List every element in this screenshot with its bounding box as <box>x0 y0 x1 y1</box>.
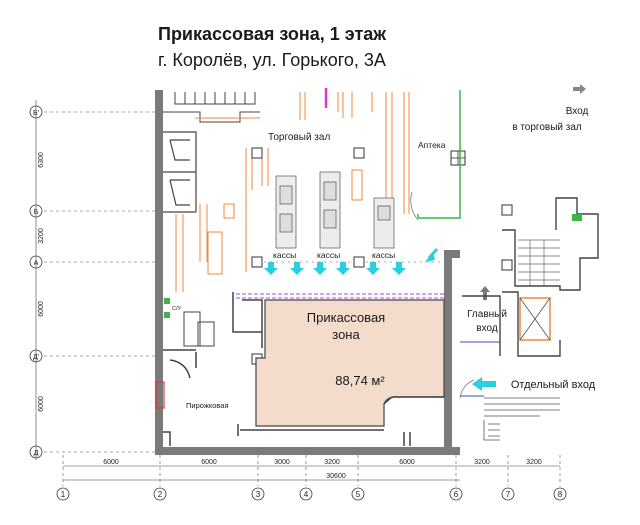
interior-walls <box>163 292 444 446</box>
bottom-dimension: 6000 <box>103 459 119 466</box>
wc-room <box>183 311 215 347</box>
stair-steps <box>518 239 560 286</box>
pharmacy-pillar-grid <box>451 151 465 165</box>
entrance-steps <box>483 397 560 441</box>
zone-area: 88,74 м² <box>335 373 385 388</box>
checkout-label: кассы <box>273 250 296 260</box>
elevator <box>519 297 551 341</box>
entrance-door <box>459 379 475 399</box>
column-axis-label: 8 <box>558 490 563 499</box>
column-axis-label: 3 <box>256 490 261 499</box>
checkout-zone <box>255 299 445 427</box>
left-dimension: 6300 <box>38 152 45 168</box>
column-axis-label: 7 <box>506 490 511 499</box>
main-entrance-arrow-icon <box>480 286 490 300</box>
bottom-dimension: 3000 <box>274 459 290 466</box>
bottom-dimension: 3200 <box>526 459 542 466</box>
zone-title: Прикассовая <box>307 310 385 325</box>
row-axes <box>44 111 444 453</box>
column-axis-label: 6 <box>454 490 459 499</box>
bottom-dimension: 3200 <box>324 459 340 466</box>
column-axes <box>62 455 561 486</box>
total-dimension: 30600 <box>326 473 346 480</box>
bottom-dimension: 3200 <box>474 459 490 466</box>
elevator-cross <box>519 297 551 341</box>
main-entrance-label: Главный <box>467 309 507 320</box>
column-axis-label: 4 <box>304 490 309 499</box>
exterior-walls <box>155 90 460 455</box>
zone-title: зона <box>332 327 360 342</box>
column-axis-label: 2 <box>158 490 163 499</box>
wc-fixtures <box>164 298 170 318</box>
pharmacy-door <box>410 191 419 221</box>
column-axis-markers <box>56 487 567 501</box>
hall-entrance-label: Вход <box>566 106 589 117</box>
zone-boundary <box>236 293 446 299</box>
stair-marker <box>572 214 582 221</box>
stair-block <box>462 197 599 357</box>
left-dimension: 6000 <box>38 301 45 317</box>
hall-label: Торговый зал <box>268 132 330 143</box>
bottom-dimension: 6000 <box>201 459 217 466</box>
bakery-door <box>155 381 165 409</box>
upper-walls <box>163 92 260 123</box>
pharmacy-wall <box>417 90 461 219</box>
left-dimension: 3200 <box>38 228 45 244</box>
pharmacy-label: Аптека <box>418 140 446 150</box>
column-axis-label: 5 <box>356 490 361 499</box>
checkout-label: кассы <box>317 250 340 260</box>
address-subtitle: г. Королёв, ул. Горького, 3А <box>158 50 386 70</box>
checkout-counters <box>275 171 395 249</box>
column-axis-label: 1 <box>61 490 66 499</box>
left-dimension: 6000 <box>38 396 45 412</box>
page-title: Прикассовая зона, 1 этаж <box>158 24 387 44</box>
shelving <box>175 92 410 292</box>
bakery-label: Пирожковая <box>186 401 229 410</box>
hall-entrance-arrow-icon <box>573 84 586 94</box>
separate-entrance-label: Отдельный вход <box>511 379 596 391</box>
entrance-glazing <box>460 341 500 397</box>
hall-entrance-label: в торговый зал <box>512 122 582 133</box>
bottom-dimension: 6000 <box>399 459 415 466</box>
checkout-label: кассы <box>372 250 395 260</box>
main-entrance-label: вход <box>476 323 498 334</box>
left-structures <box>163 131 197 213</box>
hall-entry-arrow <box>427 248 439 259</box>
wc-label: С/У <box>172 306 182 312</box>
